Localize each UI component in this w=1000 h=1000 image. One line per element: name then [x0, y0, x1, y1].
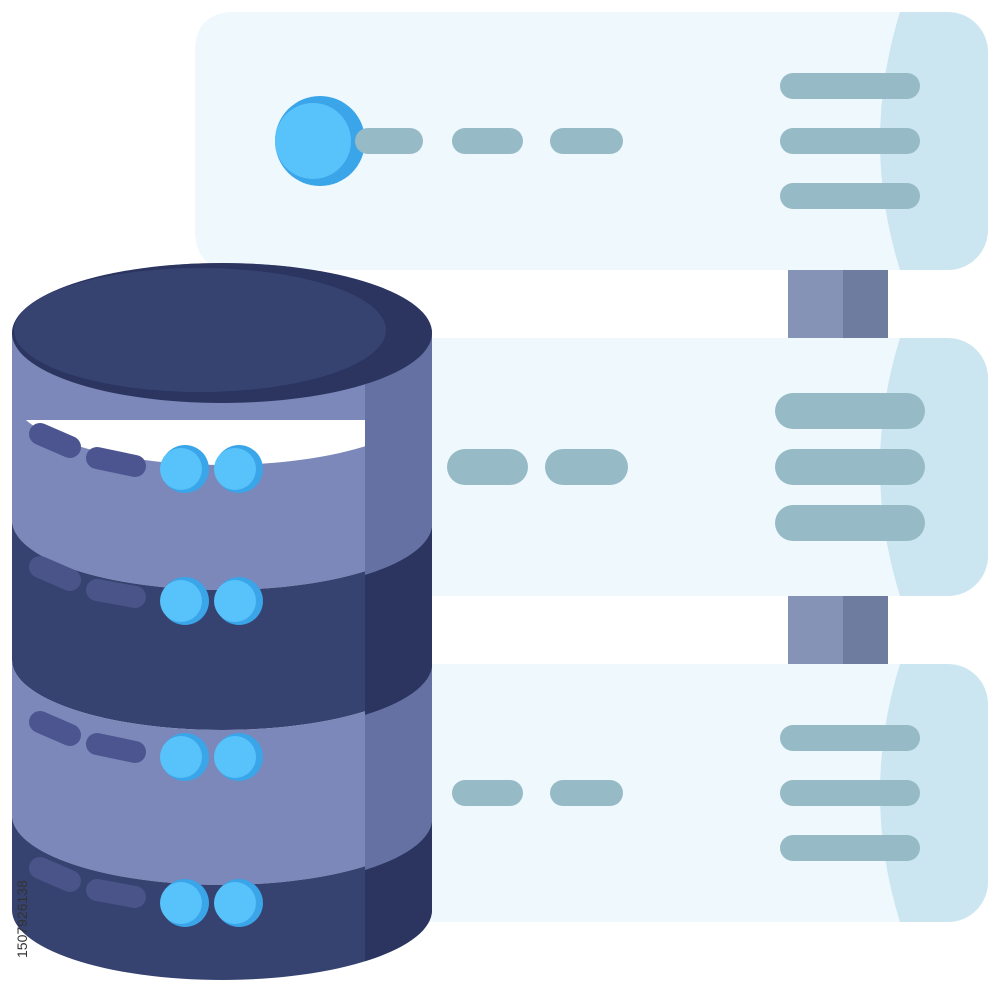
stock-id-label: 1507926138 — [14, 880, 30, 958]
cylinder-led-icons — [160, 445, 263, 927]
server-panel-bottom — [420, 664, 988, 922]
database-cylinder-icon — [12, 263, 432, 980]
server-panel-middle — [420, 338, 988, 596]
server-panel-top — [195, 12, 988, 270]
server-connectors — [788, 265, 888, 670]
status-led-icon — [275, 96, 365, 186]
